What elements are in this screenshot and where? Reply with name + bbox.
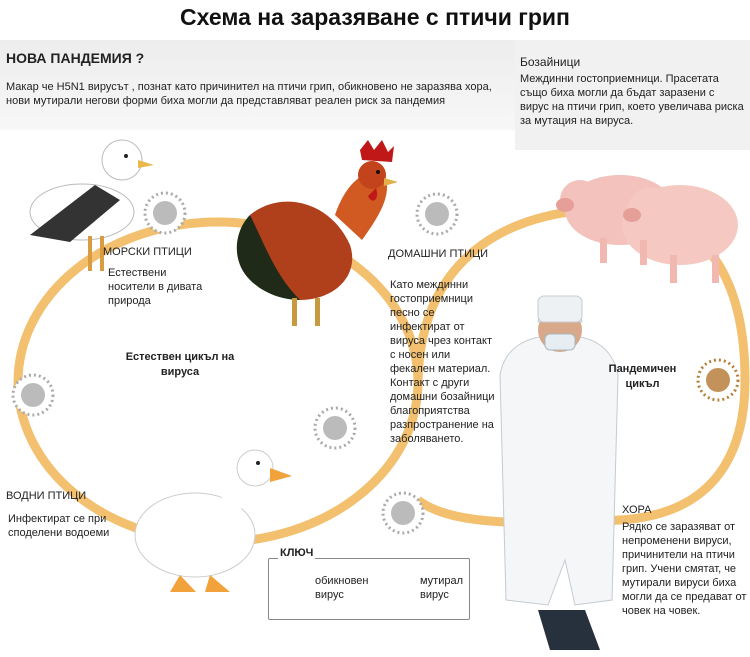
- waterbirds-label: ВОДНИ ПТИЦИ: [6, 490, 87, 502]
- virus-normal-1: [143, 191, 187, 235]
- waterbirds-text: Инфектират се при споделени водоеми: [8, 513, 110, 539]
- duck-illustration: [134, 449, 292, 592]
- pigs-illustration: [556, 175, 738, 283]
- poultry-label: ДОМАШНИ ПТИЦИ: [388, 248, 489, 260]
- humans-label: ХОРА: [622, 504, 652, 516]
- natural-cycle-label: Естествен цикъл на вируса: [125, 351, 235, 378]
- humans-text: Рядко се заразяват от непроменени вируси…: [622, 521, 747, 617]
- seabirds-label: МОРСКИ ПТИЦИ: [103, 246, 192, 258]
- key-normal-label: обикновен вирус: [315, 575, 369, 601]
- mammals-panel: [515, 40, 750, 150]
- poultry-text: Като междинни гостоприемници песно се ин…: [390, 279, 495, 445]
- seabirds-text: Естествени носители в дивата природа: [108, 267, 203, 307]
- key-mutated-label: мутирал вирус: [420, 575, 464, 601]
- virus-normal-2: [415, 192, 459, 236]
- pandemic-cycle-label: Пандемичен цикъл: [608, 363, 677, 390]
- virus-normal-4: [313, 406, 357, 450]
- key-title: КЛЮЧ: [278, 547, 316, 559]
- mammals-text: Междинни гостоприемници. Прасетата също …: [520, 73, 744, 127]
- virus-normal-3: [11, 373, 55, 417]
- key-box: [268, 558, 470, 620]
- doctor-illustration: [499, 295, 619, 650]
- intro-text: Макар че H5N1 вирусът , познат като прич…: [6, 81, 492, 107]
- seagull-illustration: [29, 139, 154, 271]
- mammals-heading: Бозайници: [520, 55, 581, 69]
- page-title: Схема на заразяване с птичи грип: [180, 4, 570, 30]
- virus-normal-5: [381, 491, 425, 535]
- virus-mutated-1: [696, 358, 740, 402]
- rooster-illustration: [236, 140, 398, 326]
- intro-heading: НОВА ПАНДЕМИЯ ?: [6, 50, 145, 66]
